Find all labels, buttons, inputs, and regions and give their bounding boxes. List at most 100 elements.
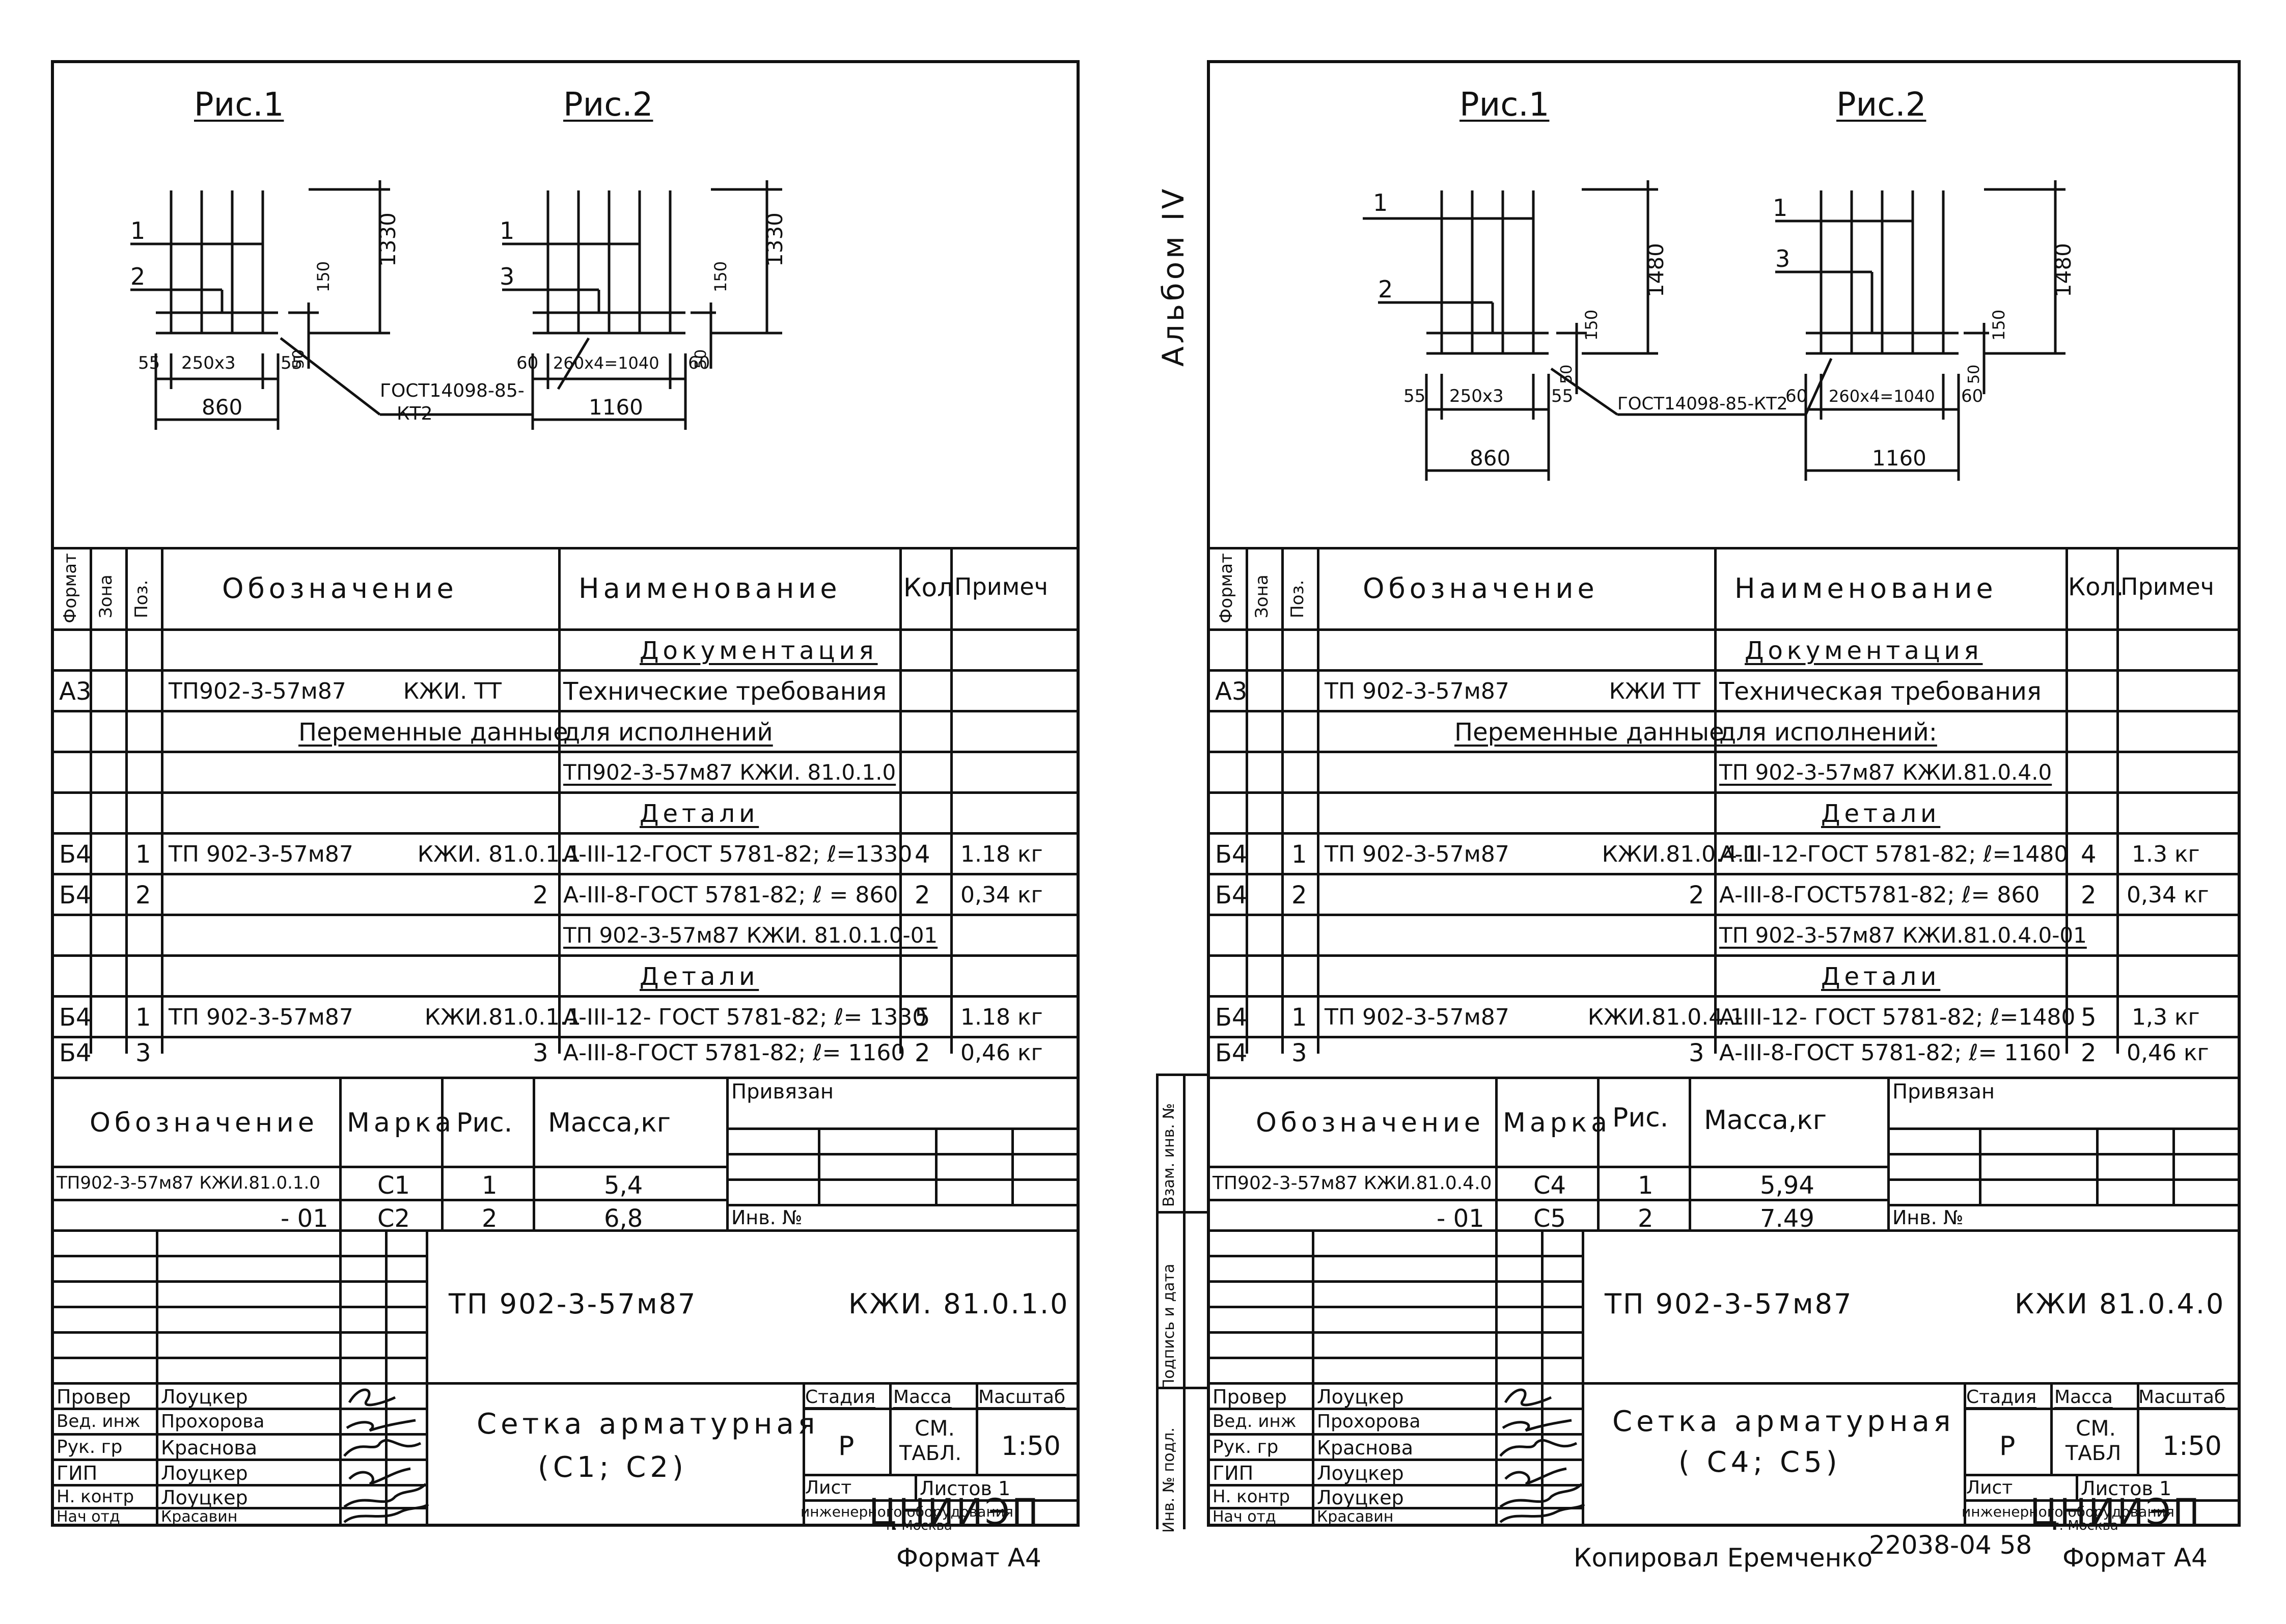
spec-row-pos: 1 [135, 840, 151, 869]
drawing-title-line1: Сетка арматурная [477, 1408, 819, 1441]
spec-row-name: А-III-8-ГОСТ 5781-82; ℓ= 1160 [563, 1040, 905, 1066]
staff-role: Рук. гр [1213, 1437, 1279, 1457]
fig2-title: Рис.2 [1836, 86, 1926, 124]
mass-row-mark: С5 [1533, 1204, 1566, 1233]
fig1-pos-a-label: 1 [1373, 189, 1388, 216]
spec-row-qty: 5 [2081, 1003, 2097, 1032]
fig2-pos-b-label: 3 [500, 263, 514, 290]
scale-header: Масштаб [978, 1387, 1066, 1408]
scale-value: 1:50 [1001, 1431, 1061, 1462]
mass-row-mass: 5,4 [604, 1171, 643, 1200]
fig1-title: Рис.1 [1459, 86, 1550, 124]
spec-row-note: 1.18 кг [960, 1004, 1043, 1030]
copied-by-note: Копировал Еремченко [1574, 1543, 1873, 1573]
fig2-d60b-dim: 60 [688, 353, 710, 373]
fig1-pos-a-label: 1 [130, 217, 145, 244]
spec-row-qty: 4 [2081, 840, 2097, 869]
scale-value: 1:50 [2162, 1431, 2222, 1462]
code-left: ТП 902-3-57м87 [449, 1288, 697, 1320]
spec-row-format: Б4 [59, 881, 92, 910]
format-note-left: Формат А4 [896, 1543, 1041, 1573]
spec-row-name: ТП 902-3-57м87 КЖИ.81.0.4.0 [1719, 760, 2052, 785]
stage-value: Р [1999, 1431, 2016, 1462]
spec-last-row: Б4 3 3 А-III-8-ГОСТ 5781-82; ℓ= 1160 2 0… [1210, 1036, 2238, 1077]
org-name: ЦНИИЭП [2030, 1491, 2202, 1533]
fig2-pos-a-label: 1 [1773, 194, 1787, 222]
staff-name: Красавин [1317, 1508, 1394, 1526]
mass-value-line1: СМ. [2076, 1416, 2116, 1441]
spec-row-qty: 2 [2081, 881, 2097, 910]
linked-label: Привязан [731, 1080, 834, 1104]
mass-header-mass: Масса,кг [548, 1108, 671, 1138]
spec-row-name: ТП902-3-57м87 КЖИ. 81.0.1.0 [563, 760, 896, 785]
spec-row-details: Детали [640, 962, 759, 991]
mass-value-line2: ТАБЛ. [899, 1442, 962, 1465]
spec-row-qty: 4 [915, 840, 930, 869]
staff-role: Нач отд [1213, 1508, 1276, 1526]
spec-row-designation: 2 [1689, 881, 1704, 910]
staff-name: Лоуцкер [161, 1487, 248, 1509]
fig1-spacing-dim: 250x3 [1449, 386, 1504, 406]
spec-row-format: А3 [1215, 677, 1248, 706]
mass-header: Масса [2054, 1387, 2113, 1408]
mass-header-fig: Рис. [456, 1108, 513, 1138]
staff-role: Нач отд [57, 1508, 120, 1526]
spec-row-pos: 1 [135, 1003, 151, 1032]
figures-area: Рис.1 Рис.2 1 2 1330 150 50 55 250x [54, 63, 1077, 547]
mass-row-fig: 2 [1638, 1204, 1654, 1233]
spec-row-documentation: Документация [640, 637, 878, 665]
fig2-h50-dim: 50 [692, 349, 710, 369]
spec-row-name: для исполнений [563, 718, 773, 747]
linked-label: Привязан [1892, 1080, 1995, 1104]
spec-row-designation: ТП 902-3-57м87 КЖИ ТТ [1325, 678, 1700, 704]
mass-table: Обозначение Марка Рис. Масса,кг Привязан… [1210, 1077, 2238, 1233]
spec-row-note: 0,34 кг [960, 882, 1043, 908]
fig1-height-dim: 1330 [375, 212, 400, 267]
mass-row-designation: ТП902-3-57м87 КЖИ.81.0.1.0 [57, 1173, 320, 1193]
scale-header: Масштаб [2138, 1387, 2226, 1408]
spec-header-name: Наименование [579, 572, 841, 604]
staff-role: Н. контр [1213, 1487, 1290, 1507]
staff-role: Вед. инж [57, 1411, 141, 1432]
fig1-d55b-dim: 55 [281, 353, 302, 373]
spec-header-designation: Обозначение [222, 572, 458, 604]
mass-row-mass: 7.49 [1760, 1204, 1814, 1233]
sheets-label: Листов 1 [920, 1477, 1011, 1500]
spec-header-note: Примеч [2120, 573, 2214, 600]
fig1-d55b-dim: 55 [1551, 386, 1573, 406]
spec-row-name: ТП 902-3-57м87 КЖИ.81.0.4.0-01 [1719, 923, 2087, 948]
spec-header-zone: Зона [1252, 574, 1272, 618]
fig1-height-dim: 1480 [1643, 243, 1668, 297]
spec-row-designation: ТП902-3-57м87 КЖИ. ТТ [169, 678, 502, 704]
staff-name: Лоуцкер [161, 1386, 248, 1408]
staff-name: Лоуцкер [1317, 1386, 1404, 1408]
spec-row-qty: 2 [2081, 1039, 2097, 1067]
drawing-title-line2: (С1; С2) [538, 1451, 687, 1484]
fig1-title: Рис.1 [194, 86, 284, 124]
org-name: ЦНИИЭП [869, 1491, 1041, 1533]
spec-row-name: Технические требования [563, 677, 887, 706]
spec-row-name: А-III-12-ГОСТ 5781-82; ℓ=1330 [563, 841, 913, 867]
spec-table: Формат Зона Поз. Обозначение Наименовани… [54, 547, 1077, 1056]
mass-header-fig: Рис. [1612, 1103, 1669, 1133]
spec-row-name: А-III-8-ГОСТ 5781-82; ℓ = 860 [563, 882, 898, 908]
fig2-h150-dim: 150 [1989, 310, 2008, 341]
spec-row-variable-data: Переменные данные [1454, 718, 1724, 747]
staff-name: Краснова [161, 1437, 258, 1459]
spec-row-name: ТП 902-3-57м87 КЖИ. 81.0.1.0-01 [563, 923, 938, 948]
spec-row-name: А-III-12- ГОСТ 5781-82; ℓ= 1330 [563, 1004, 927, 1030]
staff-name: Краснова [1317, 1437, 1414, 1459]
spec-row-details: Детали [1821, 800, 1941, 828]
spec-last-row: Б4 3 3 А-III-8-ГОСТ 5781-82; ℓ= 1160 2 0… [54, 1036, 1077, 1077]
fig1-width-dim: 860 [1470, 446, 1510, 471]
spec-row-qty: 2 [915, 1039, 930, 1067]
fig2-h50-dim: 50 [1965, 365, 1983, 384]
title-block: ТП 902-3-57м87 КЖИ. 81.0.1.0 Сетка армат… [54, 1229, 1077, 1530]
fig1-pos-b-label: 2 [1378, 276, 1393, 303]
weld-note-line2: -КТ2 [390, 403, 432, 424]
mass-header-mass: Масса,кг [1704, 1105, 1827, 1136]
spec-row-designation: ТП 902-3-57м87 КЖИ.81.0.4.1 [1325, 841, 1759, 867]
spec-row-qty: 5 [915, 1003, 930, 1032]
spec-header-note: Примеч [954, 573, 1048, 600]
fig1-h150-dim: 150 [314, 261, 333, 292]
